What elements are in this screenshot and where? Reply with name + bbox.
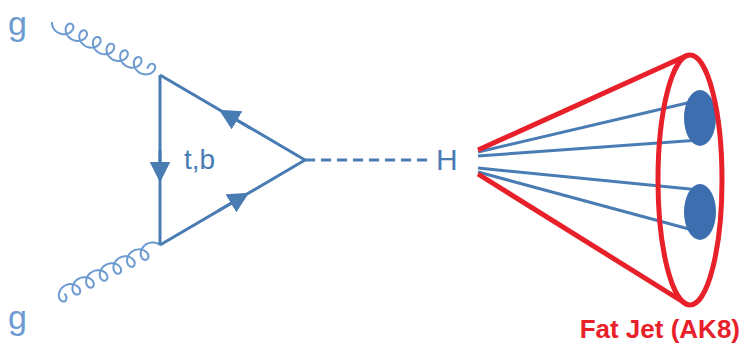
particle-label: H — [436, 145, 458, 175]
particle-label: g — [8, 6, 27, 40]
gluon-lines — [52, 22, 160, 302]
gluon-line — [52, 22, 155, 74]
label-holder: Fat Jet (AK8) — [580, 316, 740, 342]
label-holder: H — [436, 145, 458, 175]
label-holder: g — [8, 300, 27, 334]
higgs-propagator — [305, 159, 430, 162]
fat-jet-cone — [478, 55, 722, 305]
quark-loop — [160, 75, 305, 245]
jet-label: Fat Jet (AK8) — [580, 316, 740, 342]
quark-label: t,b — [184, 146, 215, 174]
subjet — [684, 184, 716, 240]
gluon-line — [59, 242, 160, 301]
jet-lines — [478, 100, 700, 232]
label-holder: t,b — [184, 146, 215, 174]
subjet — [684, 90, 716, 146]
particle-label: g — [8, 300, 27, 334]
label-holder: g — [8, 6, 27, 40]
